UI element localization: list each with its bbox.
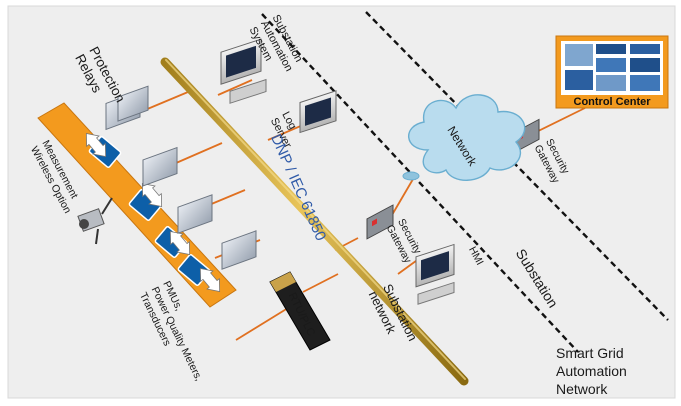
background-panel-inner — [7, 5, 676, 399]
server-icon — [269, 271, 331, 351]
smart-grid-line2: Automation — [556, 363, 627, 379]
smart-grid-line3: Network — [556, 381, 608, 397]
substation-boundary-line — [261, 13, 579, 353]
communication-bus-highlight — [165, 59, 466, 380]
relay-icon — [105, 85, 257, 270]
link-arrows — [85, 133, 221, 292]
control-center-label: Control Center — [574, 96, 652, 108]
camera-icon — [77, 197, 113, 245]
communication-bus — [160, 57, 469, 386]
computer-icon — [220, 38, 455, 305]
smart-grid-boundary-line — [365, 11, 669, 321]
smart-grid-label: Smart Grid Automation Network — [556, 345, 627, 397]
svg-text:Smart Grid: Smart Grid — [556, 345, 624, 361]
svg-text:Automation: Automation — [556, 363, 627, 379]
svg-text:Network: Network — [556, 381, 608, 397]
cloud-icon — [402, 94, 526, 181]
smart-grid-line1: Smart Grid — [556, 345, 624, 361]
control-center — [555, 35, 669, 109]
